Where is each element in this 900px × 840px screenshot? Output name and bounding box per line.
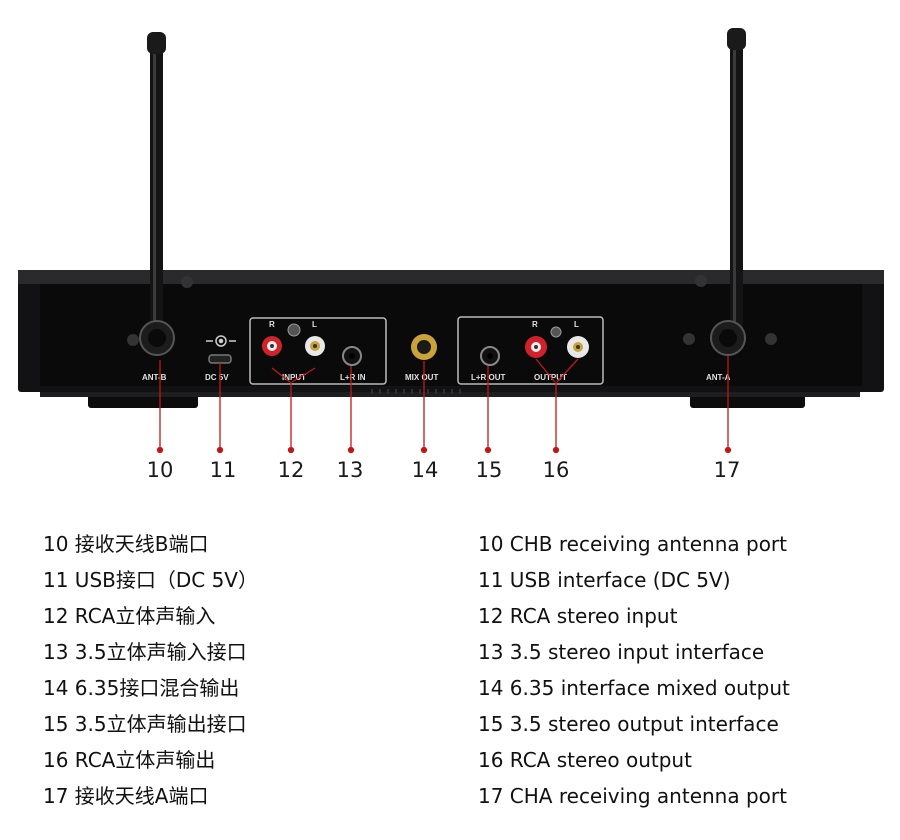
label-ant-a: ANT-A <box>706 373 731 382</box>
label-input-r: R <box>269 320 275 329</box>
list-item: 11 USB接口（DC 5V） <box>43 568 258 592</box>
screw-icon <box>683 333 695 345</box>
vent-slots <box>371 389 461 394</box>
chassis-top-edge <box>18 270 884 284</box>
antenna-a <box>710 28 746 356</box>
label-ant-b: ANT-B <box>142 373 167 382</box>
description-list-english: 10 CHB receiving antenna port 11 USB int… <box>478 526 790 814</box>
list-item: 17 CHA receiving antenna port <box>478 784 787 808</box>
dc-symbol-icon <box>206 335 236 347</box>
output-panel <box>457 316 604 385</box>
list-item: 11 USB interface (DC 5V) <box>478 568 731 592</box>
jack-mix-out <box>411 334 437 360</box>
list-item: 10 CHB receiving antenna port <box>478 532 787 556</box>
label-output-l: L <box>574 320 579 329</box>
list-item: 13 3.5 stereo input interface <box>478 640 765 664</box>
callout-number: 17 <box>713 458 741 482</box>
usb-port <box>208 354 232 364</box>
list-item: 13 3.5立体声输入接口 <box>43 640 247 664</box>
ground-screw-icon <box>287 323 301 337</box>
description-list-chinese: 10 接收天线B端口 11 USB接口（DC 5V） 12 RCA立体声输入 1… <box>43 526 258 814</box>
label-input: INPUT <box>282 373 306 382</box>
screw-icon <box>695 275 707 287</box>
label-mix-out: MIX OUT <box>405 373 438 382</box>
ground-screw-icon <box>550 326 562 338</box>
callout-number: 12 <box>277 458 305 482</box>
callout-lines <box>156 356 732 454</box>
rca-output-white <box>567 336 589 358</box>
label-lr-in: L+R IN <box>340 373 366 382</box>
label-input-l: L <box>312 320 317 329</box>
label-dc5v: DC 5V <box>205 373 229 382</box>
callout-number: 14 <box>411 458 439 482</box>
list-item: 16 RCA立体声输出 <box>43 748 216 772</box>
list-item: 17 接收天线A端口 <box>43 784 209 808</box>
screw-icon <box>181 276 193 288</box>
input-panel <box>249 317 387 385</box>
list-item: 14 6.35 interface mixed output <box>478 676 790 700</box>
list-item: 16 RCA stereo output <box>478 748 692 772</box>
list-item: 12 RCA stereo input <box>478 604 678 628</box>
rca-input-red <box>262 336 282 356</box>
screw-icon <box>765 333 777 345</box>
callout-number: 10 <box>146 458 174 482</box>
list-item: 15 3.5 stereo output interface <box>478 712 779 736</box>
callout-number: 11 <box>209 458 237 482</box>
rca-input-white <box>305 336 325 356</box>
callout-number: 16 <box>542 458 570 482</box>
callout-number: 13 <box>336 458 364 482</box>
list-item: 15 3.5立体声输出接口 <box>43 712 247 736</box>
list-item: 14 6.35接口混合输出 <box>43 676 240 700</box>
label-output-r: R <box>532 320 538 329</box>
rca-output-red <box>525 336 547 358</box>
list-item: 10 接收天线B端口 <box>43 532 209 556</box>
jack-lr-out <box>480 346 500 366</box>
callout-number: 15 <box>475 458 503 482</box>
list-item: 12 RCA立体声输入 <box>43 604 216 628</box>
screw-icon <box>127 334 139 346</box>
jack-lr-in <box>342 346 362 366</box>
antenna-b <box>139 32 175 356</box>
